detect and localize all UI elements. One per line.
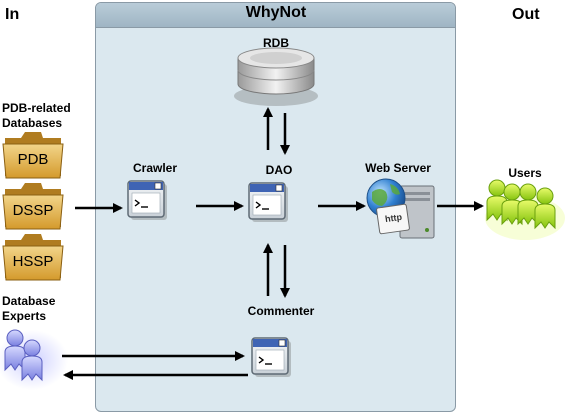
database-experts-icon <box>0 329 68 390</box>
folder-dssp-icon <box>2 183 64 230</box>
pdb-related-label: PDB-related <box>2 101 71 115</box>
web-server-icon <box>366 178 435 239</box>
crawler-label: Crawler <box>132 161 178 175</box>
web-server-label: Web Server <box>365 161 431 175</box>
folder-pdb-icon <box>2 132 64 179</box>
folder-dssp-label: DSSP <box>12 202 54 219</box>
experts-label: Experts <box>2 309 47 323</box>
crawler-terminal-icon <box>127 180 167 220</box>
databases-label: Databases <box>2 116 63 130</box>
users-label: Users <box>508 166 542 180</box>
folder-pdb-label: PDB <box>17 151 49 168</box>
folder-hssp-label: HSSP <box>12 253 54 270</box>
whynot-title: WhyNot <box>245 4 307 21</box>
database-label: Database <box>2 294 56 308</box>
commenter-terminal-icon <box>251 337 291 377</box>
dao-label: DAO <box>265 163 293 177</box>
dao-terminal-icon <box>248 182 288 222</box>
in-label: In <box>5 6 20 23</box>
out-label: Out <box>512 6 540 23</box>
whynot-system-header <box>96 3 455 28</box>
rdb-label: RDB <box>263 36 289 50</box>
folder-hssp-icon <box>2 234 64 281</box>
users-icon <box>485 179 565 240</box>
rdb-database-icon <box>234 47 318 106</box>
commenter-label: Commenter <box>247 304 315 318</box>
